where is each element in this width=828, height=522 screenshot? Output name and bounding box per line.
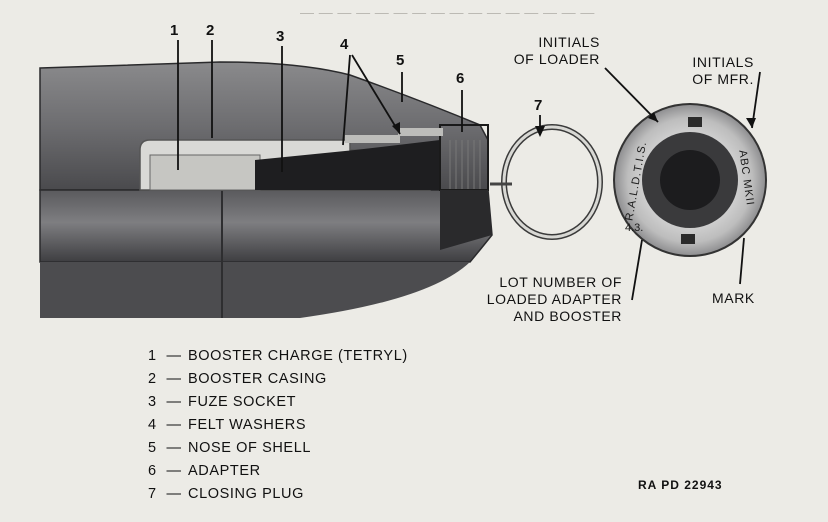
shell-lower-side (40, 262, 470, 318)
figure-reference: RA PD 22943 (638, 478, 723, 492)
booster-charge (149, 154, 261, 191)
callout-6: 6 (456, 70, 465, 87)
label-initials-mfr: INITIALS OF MFR. (692, 54, 754, 87)
shell-lower (39, 189, 493, 263)
label-mark: MARK (712, 290, 755, 306)
callout-1: 1 (170, 22, 179, 39)
callout-2: 2 (206, 22, 215, 39)
callout-5: 5 (396, 52, 405, 69)
felt-washer-2 (398, 128, 443, 136)
legend: 1—BOOSTER CHARGE (TETRYL) 2—BOOSTER CASI… (148, 345, 408, 506)
callout-3: 3 (276, 28, 285, 45)
ghost-text: — — — — — — — — — — — — — — — — (300, 4, 595, 20)
marking-bottom: 4.3. (625, 222, 644, 234)
felt-washer-1 (345, 135, 400, 143)
legend-item: 4—FELT WASHERS (148, 417, 307, 433)
label-initials-loader: INITIALS OF LOADER (513, 34, 600, 67)
label-lot-number: LOT NUMBER OF LOADED ADAPTER AND BOOSTER (486, 274, 622, 324)
legend-item: 6—ADAPTER (148, 463, 261, 479)
legend-item: 5—NOSE OF SHELL (148, 440, 312, 456)
legend-item: 2—BOOSTER CASING (148, 371, 327, 387)
legend-item: 7—CLOSING PLUG (148, 486, 304, 502)
callout-4: 4 (340, 36, 349, 53)
fuze-socket (255, 140, 440, 190)
adapter-threads (449, 140, 481, 190)
callout-7: 7 (534, 97, 543, 114)
legend-item: 1—BOOSTER CHARGE (TETRYL) (148, 348, 408, 364)
legend-item: 3—FUZE SOCKET (148, 394, 297, 410)
